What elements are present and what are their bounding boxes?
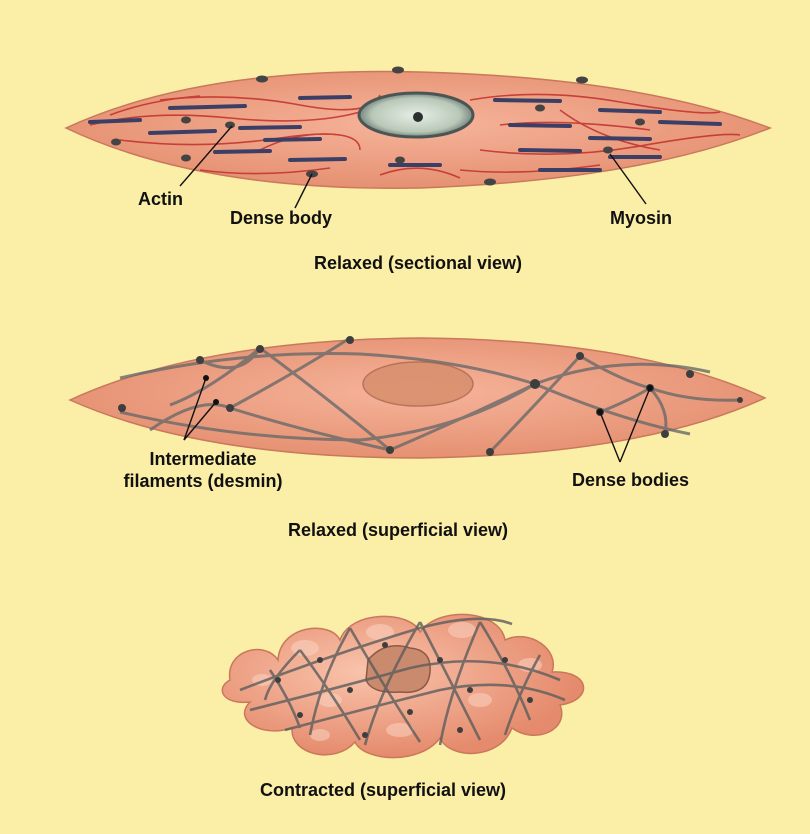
label-myosin: Myosin	[610, 208, 673, 228]
nucleolus	[413, 112, 423, 122]
nucleus-superficial	[362, 361, 474, 407]
relaxed-sectional-cell	[64, 66, 773, 209]
myosin-filaments	[88, 95, 722, 172]
leader-lines-sectional	[179, 125, 647, 209]
caption-relaxed-superficial: Relaxed (superficial view)	[287, 520, 509, 540]
label-actin: Actin	[138, 189, 183, 209]
caption-relaxed-sectional: Relaxed (sectional view)	[313, 253, 523, 273]
label-intermediate-line2: filaments (desmin)	[123, 471, 283, 491]
intermediate-filament-network	[119, 336, 741, 454]
contracted-filament-network	[239, 617, 566, 746]
label-dense-body: Dense body	[230, 208, 333, 228]
label-intermediate-line1: Intermediate	[149, 449, 257, 469]
caption-contracted-superficial: Contracted (superficial view)	[259, 780, 507, 800]
dense-bodies-contracted	[275, 642, 533, 738]
leader-lines-superficial	[183, 377, 651, 463]
label-intermediate-filaments: Intermediate filaments (desmin)	[108, 448, 298, 492]
relaxed-superficial-cell	[68, 336, 767, 463]
contracted-cell	[221, 613, 585, 759]
label-dense-bodies: Dense bodies	[572, 470, 690, 490]
